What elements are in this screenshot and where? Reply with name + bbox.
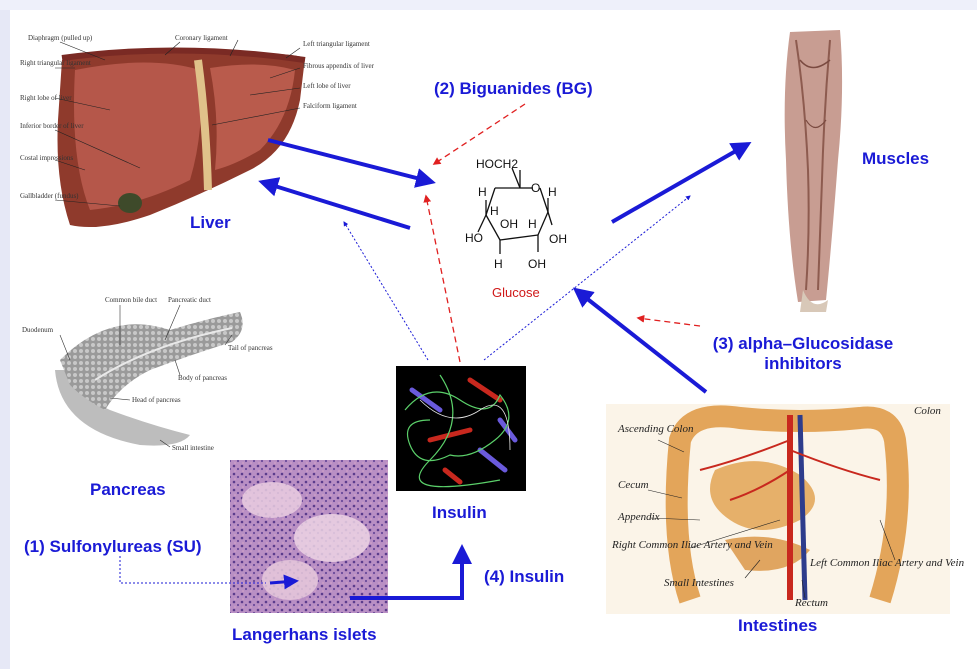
label-glucose: Glucose [492, 285, 540, 300]
label-insulin: Insulin [432, 503, 487, 523]
arrow-intestines-to-glucose [576, 290, 706, 392]
label-alpha-glucosidase-line2: inhibitors [706, 354, 900, 374]
intestine-annotation: Appendix [617, 511, 660, 523]
glucose-atom: OH [528, 257, 546, 271]
liver-annotation: Fibrous appendix of liver [303, 62, 375, 70]
dashed-alpha-glucosidase [638, 318, 700, 326]
liver-annotation: Inferior border of liver [20, 122, 84, 130]
glucose-hoch2-label: HOCH2 [476, 157, 518, 171]
pancreas-annotation: Duodenum [22, 326, 54, 334]
label-pancreas: Pancreas [90, 480, 166, 500]
glucose-atom: H [548, 185, 557, 199]
arrow-glucose-to-muscles [612, 144, 748, 222]
arrow-su-to-islets [270, 581, 296, 583]
intestine-annotation: Small Intestines [664, 577, 734, 589]
glucose-atom: O [531, 181, 540, 195]
dashed-insulin-to-liver-pathway [426, 196, 460, 362]
pancreas-illustration: Common bile duct Pancreatic duct Duodenu… [14, 290, 273, 480]
glucose-atom: HO [465, 231, 483, 245]
pancreas-annotation: Pancreatic duct [168, 296, 211, 304]
pancreas-annotation: Head of pancreas [132, 396, 181, 404]
liver-annotation: Left triangular ligament [303, 40, 370, 48]
insulin-molecule-image [396, 366, 526, 491]
intestine-annotation: Left Common Iliac Artery and Vein [809, 557, 965, 569]
intestine-annotation: Ascending Colon [617, 423, 694, 435]
pancreas-annotation: Tail of pancreas [228, 344, 273, 352]
liver-annotation: Right triangular ligament [20, 59, 91, 67]
liver-annotation: Diaphragm (pulled up) [28, 34, 93, 42]
glucose-atom: OH [549, 232, 567, 246]
glucose-atom: H [490, 204, 499, 218]
intestine-annotation: Cecum [618, 479, 649, 491]
glucose-atom: OH [500, 217, 518, 231]
label-alpha-glucosidase-line1: (3) alpha–Glucosidase [706, 334, 900, 354]
liver-annotation: Coronary ligament [175, 34, 228, 42]
muscles-illustration [755, 25, 850, 315]
pancreas-annotation: Body of pancreas [178, 374, 227, 382]
langerhans-micrograph [230, 460, 388, 613]
glucose-atom: H [478, 185, 487, 199]
dashed-biguanides [434, 104, 525, 164]
label-muscles: Muscles [862, 149, 929, 169]
intestine-annotation: Colon [914, 405, 941, 417]
liver-annotation: Left lobe of liver [303, 82, 351, 90]
intestines-illustration: Ascending Colon Colon Cecum Appendix Rig… [606, 404, 965, 614]
liver-annotation: Right lobe of liver [20, 94, 72, 102]
intestine-annotation: Right Common Iliac Artery and Vein [611, 539, 773, 551]
liver-annotation: Costal impressions [20, 154, 73, 162]
intestine-annotation: Rectum [794, 597, 828, 609]
label-alpha-glucosidase: (3) alpha–Glucosidase inhibitors [706, 334, 900, 374]
glucose-atom: H [528, 217, 537, 231]
glucose-atom: H [494, 257, 503, 271]
label-intestines: Intestines [738, 616, 817, 636]
pancreas-annotation: Common bile duct [105, 296, 157, 304]
label-insulin-therapy: (4) Insulin [484, 567, 564, 587]
label-langerhans-islets: Langerhans islets [232, 625, 377, 645]
pancreas-annotation: Small intestine [172, 444, 214, 452]
glucose-atom-labels: HOCH2 H O H H OH H HO OH H OH [465, 157, 567, 271]
label-liver: Liver [190, 213, 231, 233]
label-biguanides: (2) Biguanides (BG) [434, 79, 593, 99]
label-sulfonylureas: (1) Sulfonylureas (SU) [24, 537, 202, 557]
dotted-insulin-to-liver [344, 222, 428, 360]
liver-annotation: Gallbladder (fundus) [20, 192, 79, 200]
liver-annotation: Falciform ligament [303, 102, 357, 110]
